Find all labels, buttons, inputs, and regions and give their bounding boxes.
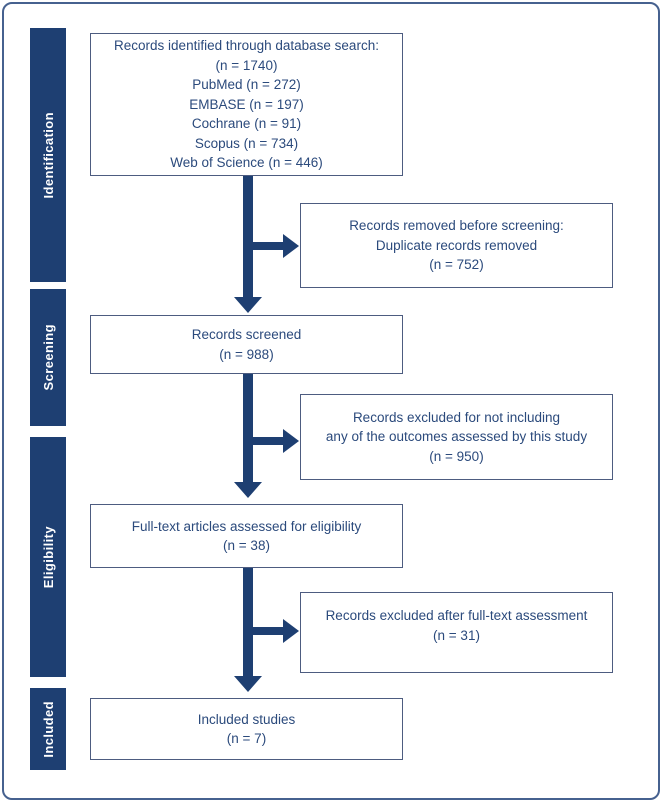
box-records-removed-before-screening: Records removed before screening: Duplic… [300,203,613,288]
stage-label-included: Included [40,700,56,758]
arrow-down-fulltext-to-included [243,568,253,677]
box-records-screened: Records screened (n = 988) [90,315,403,374]
box-line: EMBASE (n = 197) [189,96,304,112]
box-records-excluded-fulltext: Records excluded after full-text assessm… [300,592,613,673]
stage-band-eligibility: Eligibility [30,437,66,677]
box-line: Full-text articles assessed for eligibil… [131,518,362,534]
arrow-down-icon [234,482,262,498]
box-line: Records screened [191,327,302,342]
box-line: Web of Science (n = 446) [170,155,323,171]
box-line: PubMed (n = 272) [192,77,301,93]
stage-label-screening: Screening [40,324,56,391]
arrow-down-icon [234,676,262,692]
arrow-right-icon [283,429,299,453]
box-line: Records identified through database sear… [114,38,379,54]
box-line: (n = 988) [219,346,274,362]
arrow-down-identified-to-screened [243,176,253,298]
box-included-studies: Included studies (n = 7) [90,698,403,760]
arrow-right-icon [283,619,299,643]
box-records-excluded-outcomes: Records excluded for not including any o… [300,394,613,480]
arrow-down-screened-to-fulltext [243,374,253,483]
box-line: (n = 752) [429,257,484,273]
diagram-outer-frame [2,2,660,800]
stage-band-included: Included [30,688,66,770]
arrow-branch-to-removed [253,242,283,250]
box-line: Duplicate records removed [375,237,538,253]
stage-label-eligibility: Eligibility [40,525,56,589]
stage-band-identification: Identification [30,28,66,282]
box-line: Scopus (n = 734) [194,135,299,151]
arrow-down-icon [234,297,262,313]
arrow-right-icon [283,234,299,258]
box-line: (n = 38) [223,538,270,553]
box-fulltext-assessed: Full-text articles assessed for eligibil… [90,504,403,568]
box-records-identified: Records identified through database sear… [90,33,403,176]
stage-label-identification: Identification [40,111,56,199]
arrow-branch-to-excluded-outcomes [253,437,283,445]
arrow-branch-to-excluded-fulltext [253,627,283,635]
stage-band-screening: Screening [30,289,66,426]
box-line: Cochrane (n = 91) [191,116,302,132]
box-line: Records excluded for not including [352,409,561,425]
box-line: any of the outcomes assessed by this stu… [325,429,588,445]
box-line: (n = 31) [433,627,480,643]
box-line: (n = 1740) [215,57,278,73]
box-line: Included studies [197,711,296,727]
box-line: (n = 7) [226,731,267,746]
box-line: Records excluded after full-text assessm… [325,608,588,623]
box-line: (n = 950) [429,448,484,464]
box-line: Records removed before screening: [349,218,564,234]
